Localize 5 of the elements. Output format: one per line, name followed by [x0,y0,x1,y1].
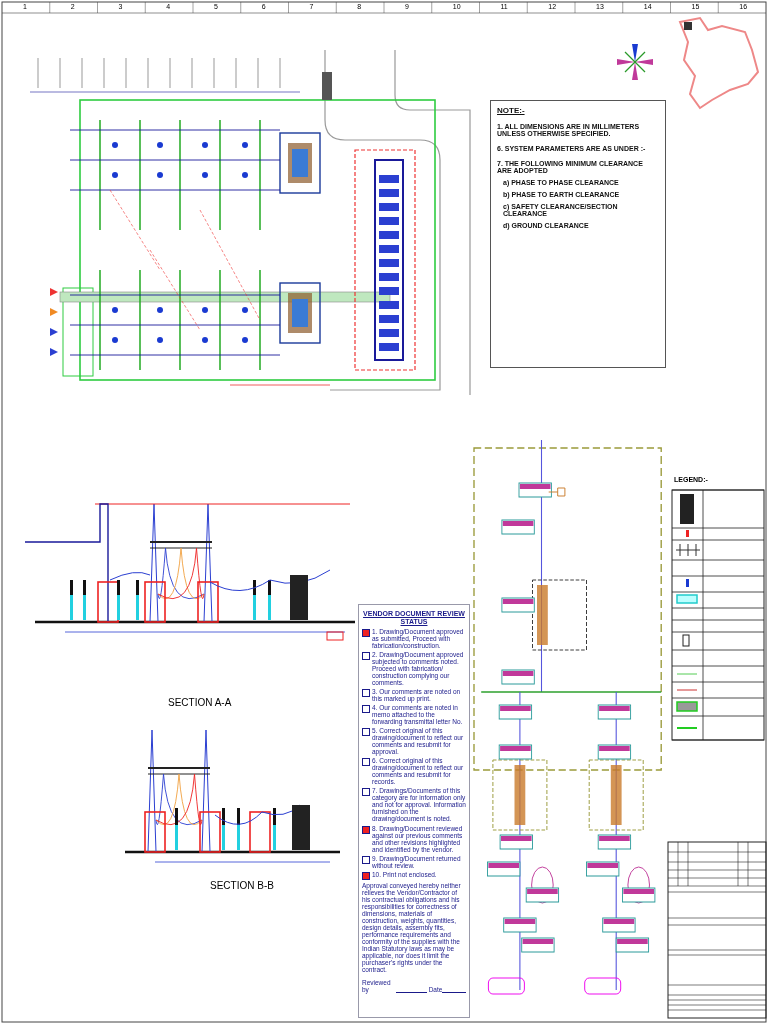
section-title: SECTION A-A [168,697,232,708]
section-title: SECTION B-B [210,880,274,891]
notes-panel [490,100,666,368]
notes-heading: NOTE:- [497,106,526,115]
review-stamp [358,604,470,1018]
